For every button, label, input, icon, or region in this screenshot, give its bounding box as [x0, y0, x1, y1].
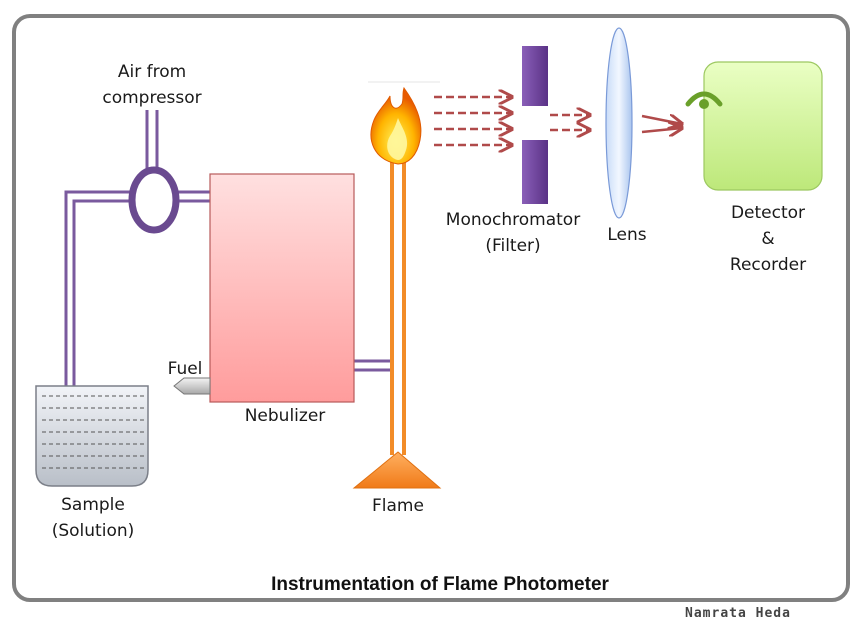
sample-beaker [35, 385, 149, 487]
lens [605, 27, 633, 219]
flame-icon [368, 81, 440, 165]
diagram-title: Instrumentation of Flame Photometer [271, 574, 609, 595]
light-beam-arrows [434, 97, 682, 145]
label-monochromator-line2: (Filter) [485, 236, 540, 256]
label-air-line2: compressor [102, 88, 201, 108]
nebulizer-chamber [209, 173, 355, 403]
author-credit: Namrata Heda [685, 606, 791, 621]
label-sample-line2: (Solution) [52, 521, 135, 541]
label-air-line1: Air from [118, 62, 186, 82]
air-compressor-ring [128, 166, 180, 234]
label-nebulizer: Nebulizer [245, 406, 326, 426]
monochromator-filter [522, 46, 548, 204]
label-detector-line1: Detector [731, 203, 805, 223]
label-flame: Flame [372, 496, 424, 516]
label-detector-line2: & [761, 229, 774, 249]
label-detector-line3: Recorder [730, 255, 806, 275]
diagram-frame [12, 14, 850, 602]
label-sample-line1: Sample [61, 495, 125, 515]
detector-box [703, 61, 823, 191]
air-sample-tubing [64, 110, 392, 405]
label-fuel: Fuel [168, 359, 203, 379]
burner [352, 154, 442, 489]
label-lens: Lens [607, 225, 646, 245]
fuel-inlet-icon [173, 377, 211, 395]
label-monochromator-line1: Monochromator [446, 210, 580, 230]
detector-sensor-icon [685, 91, 723, 109]
